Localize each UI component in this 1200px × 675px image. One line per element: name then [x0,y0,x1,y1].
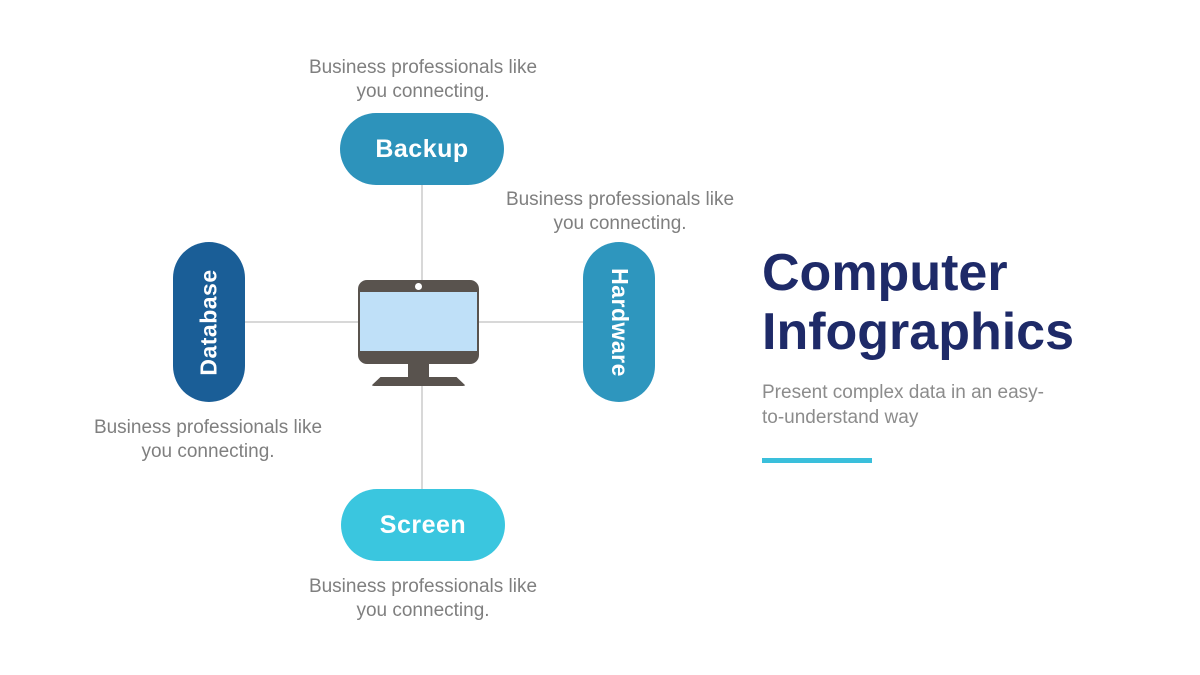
monitor-icon [358,280,479,386]
node-backup: Backup [340,113,504,185]
page-title-line2: Infographics [762,303,1075,361]
node-database: Database [173,242,245,402]
monitor-camera-dot [415,283,422,290]
caption-hardware: Business professionals like you connecti… [505,189,735,234]
page-title: Computer Infographics [762,244,1162,362]
header-block: Computer Infographics Present complex da… [762,244,1162,463]
monitor-screen [360,292,477,351]
page-title-line1: Computer [762,244,1008,302]
page-subtitle: Present complex data in an easy-to-under… [762,382,1044,428]
node-screen-label: Screen [379,510,467,539]
node-screen: Screen [341,489,505,561]
caption-backup: Business professionals like you connecti… [308,57,538,102]
accent-underline [762,458,872,463]
monitor-stand-base [371,377,466,386]
monitor-stand-neck [408,364,429,379]
node-backup-label: Backup [375,134,469,163]
caption-screen: Business professionals like you connecti… [308,576,538,621]
node-hardware: Hardware [583,242,655,402]
node-database-label: Database [195,268,222,376]
caption-database: Business professionals like you connecti… [93,417,323,462]
node-hardware-label: Hardware [606,267,633,377]
